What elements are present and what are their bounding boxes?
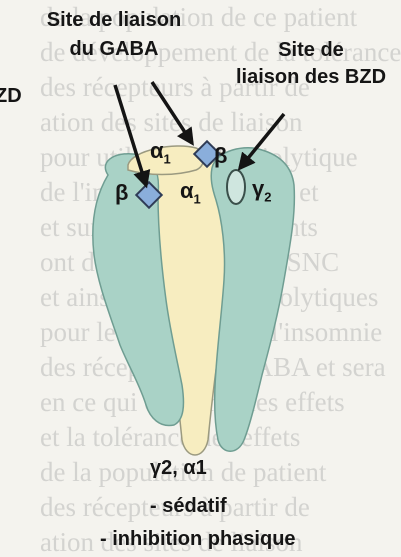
effect-sedatif: - sédatif (150, 496, 227, 516)
alpha1-center-label: α1 (180, 180, 201, 205)
alpha1-top-label: α1 (150, 140, 171, 165)
bzd-pocket (227, 170, 245, 204)
gaba-site-label: Site de liaison du GABA (14, 10, 214, 59)
bottom-subunits-label: γ2, α1 (150, 458, 207, 478)
cut-off-label: ZD (0, 86, 22, 106)
beta-right-label: β (214, 145, 227, 167)
beta-left-label: β (115, 182, 128, 204)
bzd-site-arrow-1 (152, 82, 192, 143)
gamma2-label: γ2 (252, 178, 271, 203)
bzd-site-label: Site de liaison des BZD (218, 40, 401, 87)
effect-inhibition-phasique: - inhibition phasique (100, 529, 296, 549)
